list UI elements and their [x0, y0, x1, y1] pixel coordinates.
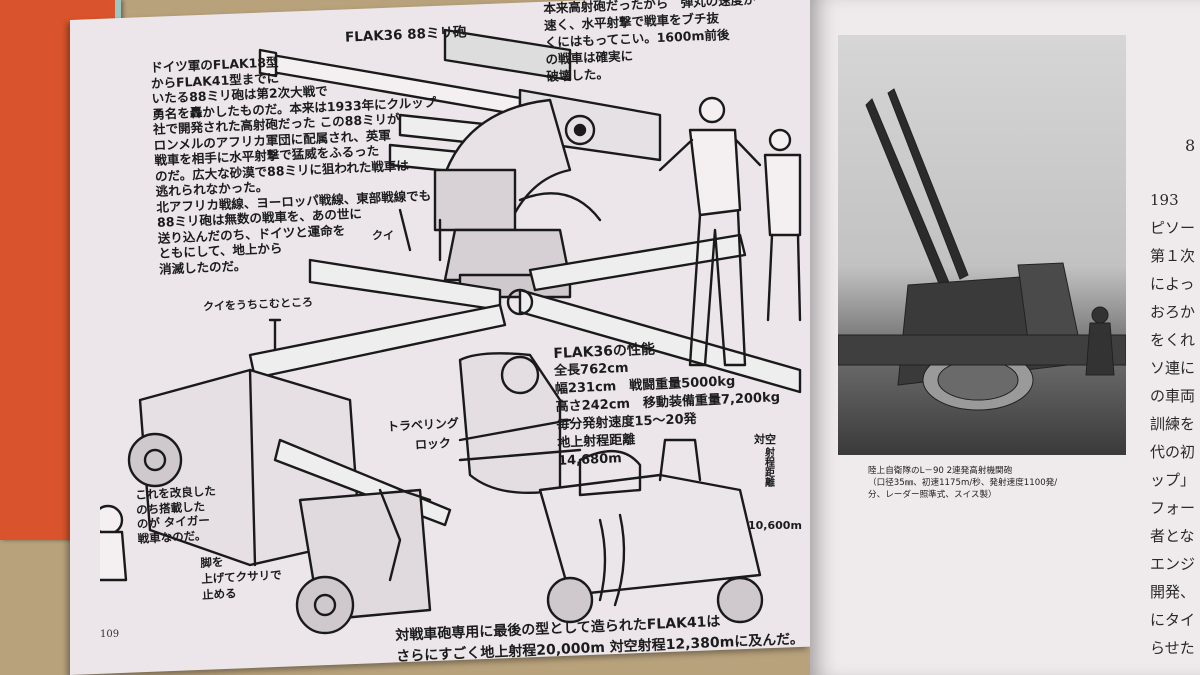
right-text-line: 第１次	[1150, 247, 1196, 265]
caption-line: 分、レーダー照準式、スイス製）	[868, 490, 997, 500]
aa-gun-photo	[838, 35, 1126, 455]
right-text-line: おろか	[1150, 303, 1196, 321]
right-text-line: ップ」	[1150, 471, 1196, 489]
right-text-line: 代の初	[1150, 443, 1196, 461]
right-text-line: をくれ	[1150, 331, 1196, 349]
right-text-line: にタイ	[1150, 611, 1196, 629]
legs-note: 脚を上げてクサリで止める	[200, 551, 283, 603]
right-text-line: エンジ	[1150, 555, 1196, 573]
travel-lock-label-2: ロック	[414, 436, 452, 452]
intro-paragraph: ドイツ軍のFLAK18型からFLAK41型までにいたる88ミリ砲は第2次大戦で勇…	[150, 48, 443, 277]
right-text-line: ピソー	[1150, 219, 1196, 237]
tiger-note: これを改良したのち搭載したのが タイガー戦車なのだ。	[135, 484, 218, 546]
right-text-line: 開発、	[1150, 583, 1196, 601]
photo-caption: 陸上自衛隊のL－90 2連発高射機関砲 （口径35㎜、初速1175m/秒、発射速度…	[868, 465, 1057, 501]
label-kui: クイ	[372, 229, 394, 242]
aa-label: 対空	[754, 433, 776, 446]
caption-line: （口径35㎜、初速1175m/秒、発射速度1100発/	[868, 478, 1058, 488]
right-text-line: らせた	[1150, 639, 1195, 657]
flak36-illustration	[100, 28, 802, 635]
aa-range-value: 10,600m	[748, 519, 802, 532]
right-page-text: 193 ピソー第１次によっおろかをくれソ連にの車両訓練を代の初ップ」フォー者となエ…	[1150, 186, 1195, 662]
right-text-line: によっ	[1150, 275, 1195, 293]
right-text-line: 者とな	[1150, 527, 1195, 545]
right-text-line: 訓練を	[1150, 415, 1196, 433]
aa-range-label: 射程距離	[762, 447, 774, 487]
page-number: 109	[100, 629, 120, 640]
right-text-line: 193	[1150, 191, 1179, 209]
caption-line: 陸上自衛隊のL－90 2連発高射機関砲	[868, 466, 1013, 476]
right-text-line: フォー	[1150, 499, 1196, 517]
margin-mark: 8	[1185, 136, 1196, 155]
right-text-line: ソ連に	[1150, 359, 1196, 377]
top-note: 本来高射砲だったから 弾丸の速度が速く、水平射撃で戦車をブチ抜くにはもってこい。…	[543, 0, 759, 85]
right-text-line: の車両	[1150, 387, 1196, 405]
